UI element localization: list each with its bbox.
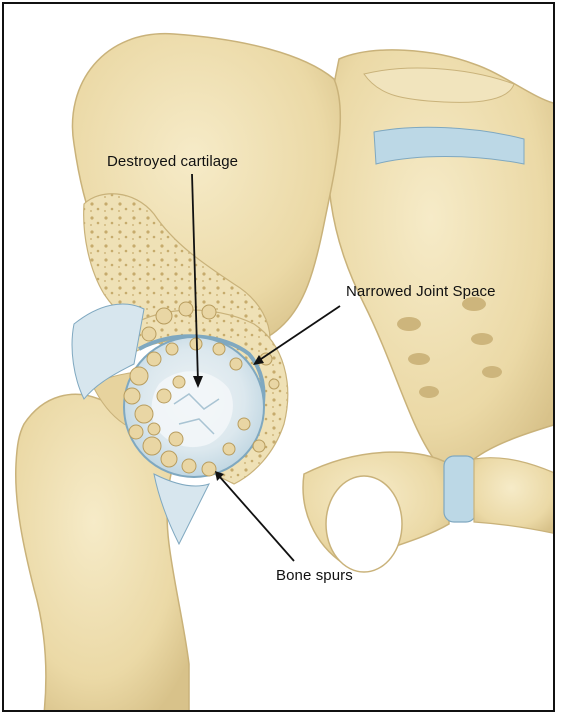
pubic-symphysis-cartilage (444, 456, 476, 522)
diagram-frame: Destroyed cartilage Narrowed Joint Space… (2, 2, 555, 712)
label-narrowed-joint-space: Narrowed Joint Space (346, 283, 496, 300)
sacrum (328, 50, 555, 470)
hip-joint-illustration (4, 4, 555, 712)
label-destroyed-cartilage: Destroyed cartilage (107, 153, 238, 170)
pubic-bone (303, 452, 555, 572)
obturator-foramen (326, 476, 402, 572)
label-bone-spurs: Bone spurs (276, 567, 353, 584)
arrow-bone-spurs (219, 476, 294, 561)
